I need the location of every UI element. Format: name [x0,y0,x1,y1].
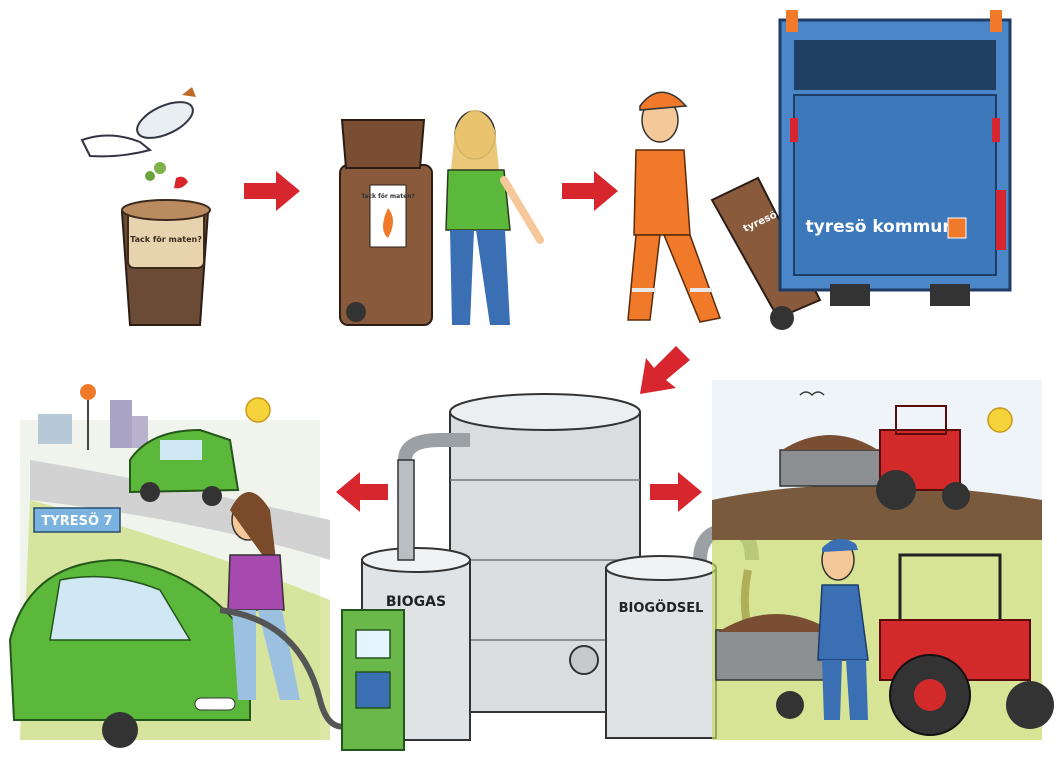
garbage-truck-icon: tyresö kommun [780,10,1010,306]
biogas-pump-icon [342,610,404,750]
biogas-label: BIOGAS [386,594,446,610]
farm-scene [712,380,1042,740]
biofertilizer-label: BIOGÖDSEL [619,600,704,616]
woman-icon [446,110,540,325]
arrow-right-2 [562,171,618,211]
brown-bin-icon: Tack för maten? [340,120,432,325]
worker-icon [628,92,720,322]
road-sign-text: TYRESÖ 7 [41,513,112,529]
truck-label: tyresö kommun [806,217,955,237]
food-scraps-illustration [82,87,198,188]
bin-label: Tack för maten? [361,193,415,200]
caddy-label: Tack för maten? [130,235,202,244]
arrow-right-1 [244,171,300,211]
arrow-right-3 [650,472,702,512]
compost-caddy-icon: Tack för maten? [122,200,210,325]
arrow-down-left [640,346,690,394]
arrow-left [336,472,388,512]
sun-icon-left [246,398,270,422]
sun-icon-right [988,408,1012,432]
